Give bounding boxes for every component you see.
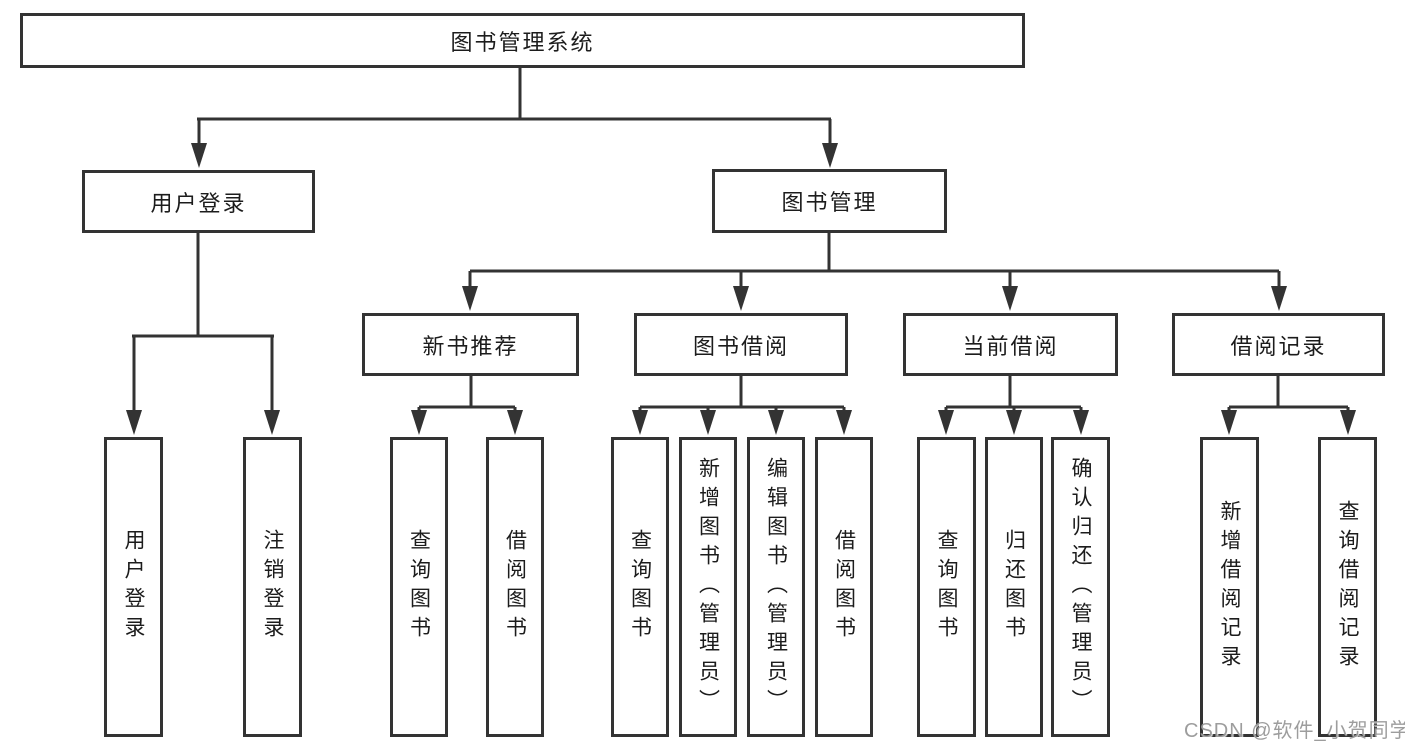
leaf-add-book-admin: 新增图书（管理员）	[679, 437, 737, 737]
arrow-down-icon	[191, 143, 207, 168]
node-current-borrow: 当前借阅	[903, 313, 1118, 376]
leaf-logout: 注销登录	[243, 437, 302, 737]
leaf-label: 查询借阅记录	[1336, 500, 1359, 674]
arrow-down-icon	[411, 410, 427, 435]
arrow-down-icon	[126, 410, 142, 435]
arrow-down-icon	[822, 143, 838, 168]
leaf-return-book: 归还图书	[985, 437, 1043, 737]
node-book-borrow: 图书借阅	[634, 313, 848, 376]
leaf-label: 查询图书	[407, 529, 431, 645]
leaf-label: 借阅图书	[503, 529, 527, 645]
arrow-down-icon	[1073, 410, 1089, 435]
arrow-down-icon	[836, 410, 852, 435]
arrow-down-icon	[1221, 410, 1237, 435]
leaf-label: 新增借阅记录	[1218, 500, 1241, 674]
leaf-label: 用户登录	[122, 529, 145, 645]
leaf-label: 查询图书	[935, 529, 958, 645]
leaf-query-book-1: 查询图书	[390, 437, 448, 737]
leaf-confirm-return-admin: 确认归还（管理员）	[1051, 437, 1110, 737]
node-book-management: 图书管理	[712, 169, 947, 233]
leaf-user-login: 用户登录	[104, 437, 163, 737]
leaf-query-book-2: 查询图书	[611, 437, 669, 737]
leaf-label: 新增图书（管理员）	[696, 456, 720, 718]
arrow-down-icon	[632, 410, 648, 435]
leaf-borrow-book-2: 借阅图书	[815, 437, 873, 737]
leaf-label: 查询图书	[628, 529, 652, 645]
leaf-label: 确认归还（管理员）	[1069, 456, 1092, 718]
arrow-down-icon	[462, 286, 478, 311]
leaf-label: 注销登录	[261, 529, 284, 645]
leaf-label: 借阅图书	[832, 529, 856, 645]
csdn-watermark: CSDN @软件_小贺同学	[1184, 720, 1405, 742]
leaf-add-borrow-record: 新增借阅记录	[1200, 437, 1259, 737]
arrow-down-icon	[700, 410, 716, 435]
leaf-query-borrow-record: 查询借阅记录	[1318, 437, 1377, 737]
leaf-label: 归还图书	[1002, 529, 1026, 645]
leaf-edit-book-admin: 编辑图书（管理员）	[747, 437, 805, 737]
arrow-down-icon	[507, 410, 523, 435]
arrow-down-icon	[264, 410, 280, 435]
node-root: 图书管理系统	[20, 13, 1025, 68]
leaf-borrow-book-1: 借阅图书	[486, 437, 544, 737]
leaf-label: 编辑图书（管理员）	[764, 456, 788, 718]
arrow-down-icon	[733, 286, 749, 311]
arrow-down-icon	[938, 410, 954, 435]
leaf-query-book-3: 查询图书	[917, 437, 976, 737]
node-new-book-recommend: 新书推荐	[362, 313, 579, 376]
node-user-login: 用户登录	[82, 170, 315, 233]
arrow-down-icon	[1002, 286, 1018, 311]
arrow-down-icon	[768, 410, 784, 435]
arrow-down-icon	[1006, 410, 1022, 435]
arrow-down-icon	[1271, 286, 1287, 311]
node-borrow-record: 借阅记录	[1172, 313, 1385, 376]
arrow-down-icon	[1340, 410, 1356, 435]
